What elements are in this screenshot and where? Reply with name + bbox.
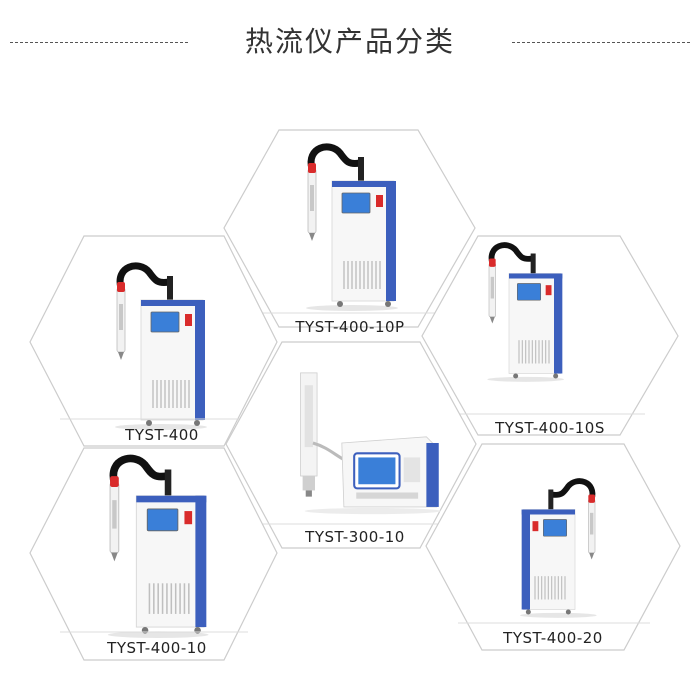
header-dash-left (10, 42, 188, 43)
product-label: TYST-400-10S (494, 419, 605, 437)
product-card-tyst-400-10[interactable]: TYST-400-10 (29, 447, 278, 661)
product-label: TYST-400-10 (106, 639, 207, 657)
product-label: TYST-300-10 (304, 528, 405, 546)
product-label: TYST-400 (124, 426, 199, 444)
page-title: 热流仪产品分类 (244, 25, 455, 58)
product-card-tyst-400[interactable]: TYST-400 (29, 235, 278, 447)
product-card-tyst-400-20[interactable]: TYST-400-20 (425, 443, 681, 651)
page-header: 热流仪产品分类 (0, 0, 700, 80)
product-label: TYST-400-20 (502, 629, 603, 647)
product-card-tyst-300-10[interactable]: TYST-300-10 (225, 341, 477, 549)
header-dash-right (512, 42, 690, 43)
product-card-tyst-400-10s[interactable]: TYST-400-10S (421, 235, 679, 437)
product-card-tyst-400-10p[interactable]: TYST-400-10P (223, 129, 476, 336)
product-label: TYST-400-10P (294, 318, 404, 336)
